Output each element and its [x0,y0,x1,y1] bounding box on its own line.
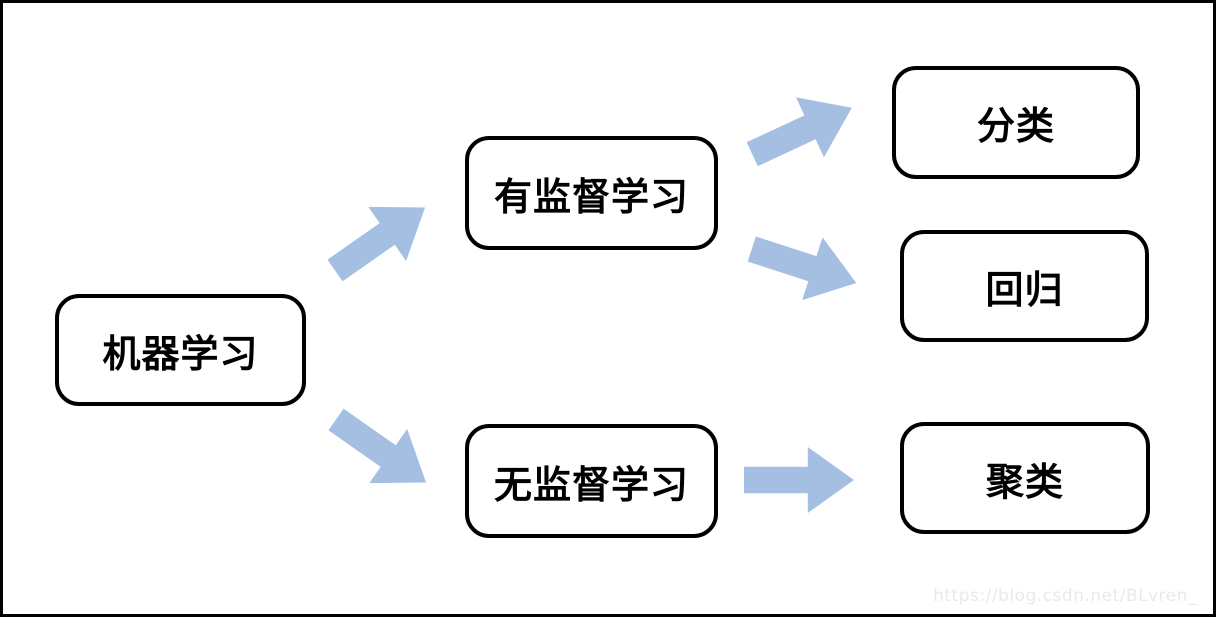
node-classification-label: 分类 [976,104,1055,148]
node-regression-label: 回归 [985,267,1064,312]
node-machine-learning: 机器学习 [55,294,306,406]
arrow-unsupervised-to-clustering-icon [744,447,854,513]
arrow-ml-to-supervised-icon [327,206,426,282]
arrow-supervised-to-classification-icon [746,97,852,167]
watermark-url: https://blog.csdn.net/BLvren_ [933,586,1197,606]
node-supervised-learning: 有监督学习 [465,136,718,250]
node-unsupervised-learning: 无监督学习 [465,424,718,538]
node-unsupervised-learning-label: 无监督学习 [493,462,689,507]
node-clustering-label: 聚类 [985,459,1064,504]
arrow-supervised-to-regression-icon [747,236,857,301]
node-regression: 回归 [900,230,1149,342]
node-classification: 分类 [892,66,1140,179]
node-machine-learning-label: 机器学习 [102,331,259,376]
node-clustering: 聚类 [900,422,1150,534]
arrow-ml-to-unsupervised-icon [328,408,427,484]
node-supervised-learning-label: 有监督学习 [493,174,689,219]
